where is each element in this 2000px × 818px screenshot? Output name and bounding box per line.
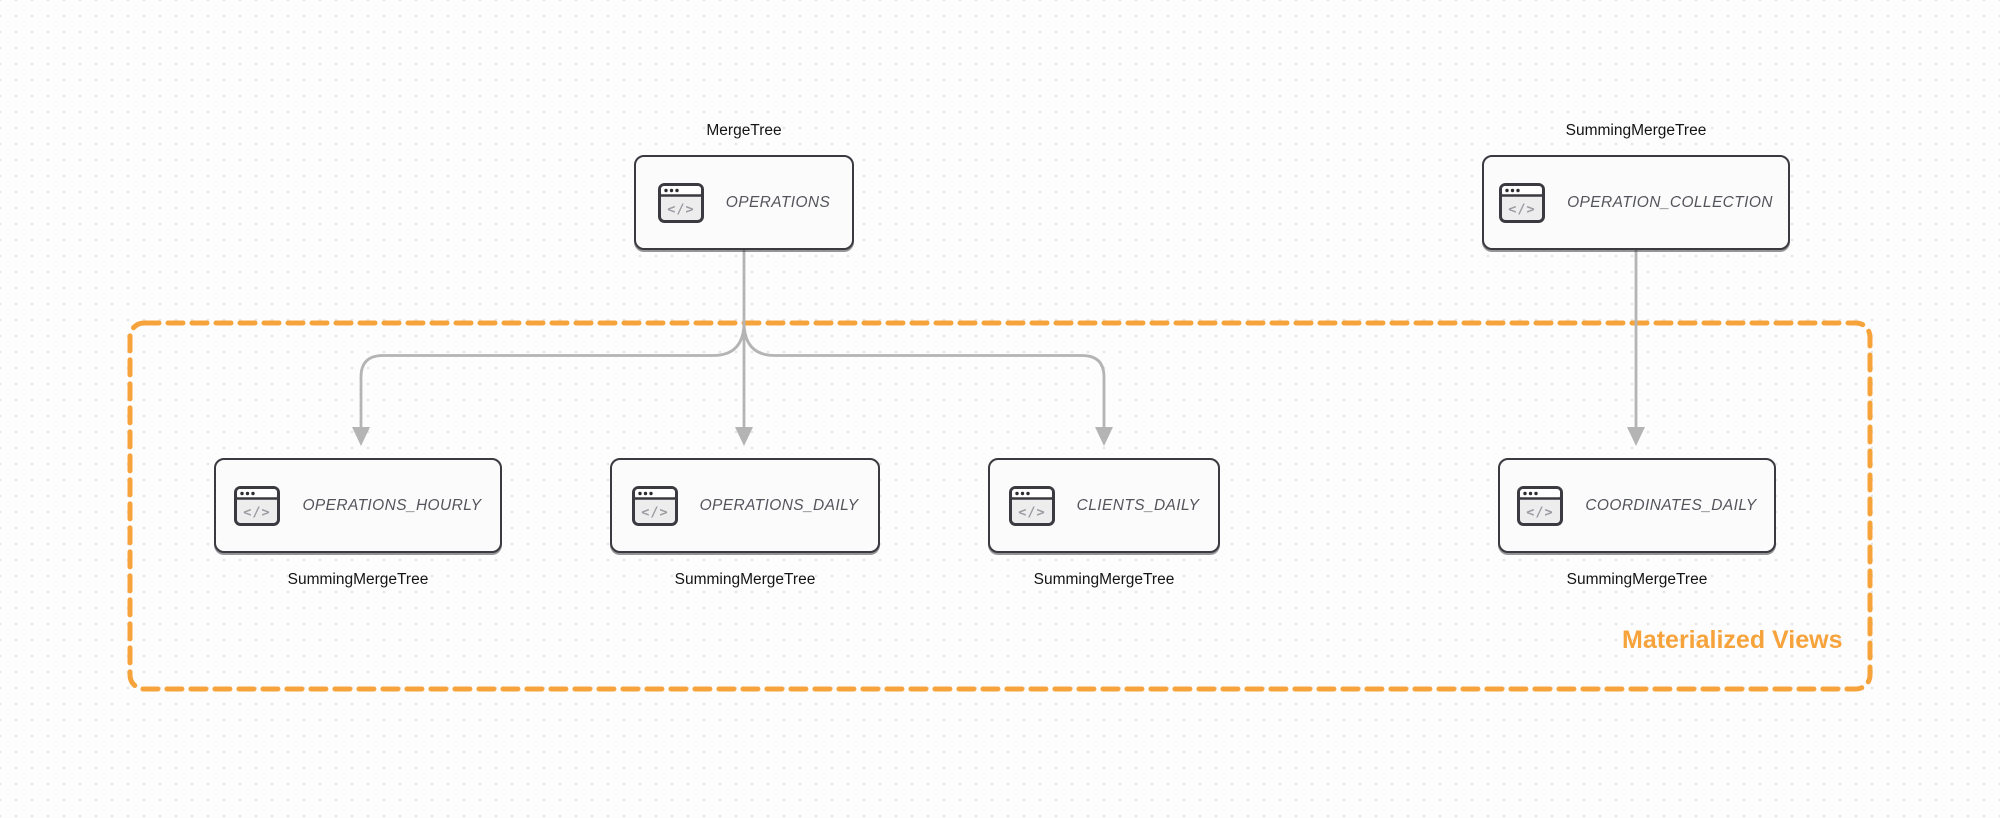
node-title: OPERATION_COLLECTION [1567, 193, 1773, 211]
engine-label: SummingMergeTree [674, 571, 816, 588]
node-title: OPERATIONS_DAILY [699, 496, 859, 514]
node-title: COORDINATES_DAILY [1585, 496, 1757, 514]
node-operations-hourly: </> OPERATIONS_HOURLY SummingMergeTree [214, 458, 502, 588]
node-title: OPERATIONS [725, 193, 831, 211]
code-window-icon: </> [234, 485, 281, 526]
svg-text:</>: </> [1527, 504, 1554, 520]
code-window-icon: </> [1499, 182, 1546, 223]
node-title: OPERATIONS_HOURLY [302, 496, 482, 514]
engine-label: SummingMergeTree [1566, 571, 1708, 588]
table-node-operation-collection[interactable]: </> OPERATION_COLLECTION [1482, 155, 1790, 250]
table-node-operations[interactable]: </> OPERATIONS [634, 155, 854, 250]
svg-text:</>: </> [244, 504, 271, 520]
code-window-icon: </> [657, 182, 704, 223]
code-window-icon: </> [1517, 485, 1564, 526]
engine-label: MergeTree [706, 122, 782, 139]
materialized-views-group-border [127, 320, 1873, 692]
node-title: CLIENTS_DAILY [1076, 496, 1200, 514]
arrowhead-operations-hourly [352, 427, 370, 446]
node-clients-daily: </> CLIENTS_DAILY SummingMergeTree [988, 458, 1220, 588]
code-window-icon: </> [1008, 485, 1055, 526]
arrowhead-operations-daily [735, 427, 753, 446]
table-node-operations-daily[interactable]: </> OPERATIONS_DAILY [610, 458, 880, 553]
svg-text:</>: </> [1508, 201, 1535, 217]
svg-text:</>: </> [1018, 504, 1045, 520]
engine-label: SummingMergeTree [1033, 571, 1175, 588]
code-window-icon: </> [631, 485, 678, 526]
table-node-operations-hourly[interactable]: </> OPERATIONS_HOURLY [214, 458, 502, 553]
table-node-clients-daily[interactable]: </> CLIENTS_DAILY [988, 458, 1220, 553]
table-node-coordinates-daily[interactable]: </> COORDINATES_DAILY [1498, 458, 1776, 553]
svg-text:</>: </> [667, 201, 694, 217]
engine-label: SummingMergeTree [287, 571, 429, 588]
edge-operations-to-clients-daily [742, 320, 1106, 431]
edge-operations-to-operations-hourly [359, 320, 746, 431]
node-operation-collection: SummingMergeTree </> OPERATION_COLLECTIO… [1482, 122, 1790, 250]
materialized-views-label: Materialized Views [1622, 626, 1843, 654]
svg-text:</>: </> [641, 504, 668, 520]
arrowhead-clients-daily [1095, 427, 1113, 446]
node-coordinates-daily: </> COORDINATES_DAILY SummingMergeTree [1498, 458, 1776, 588]
node-operations-daily: </> OPERATIONS_DAILY SummingMergeTree [610, 458, 880, 588]
node-operations: MergeTree </> OPERATIONS [634, 122, 854, 250]
engine-label: SummingMergeTree [1565, 122, 1707, 139]
arrowhead-coordinates-daily [1627, 427, 1645, 446]
